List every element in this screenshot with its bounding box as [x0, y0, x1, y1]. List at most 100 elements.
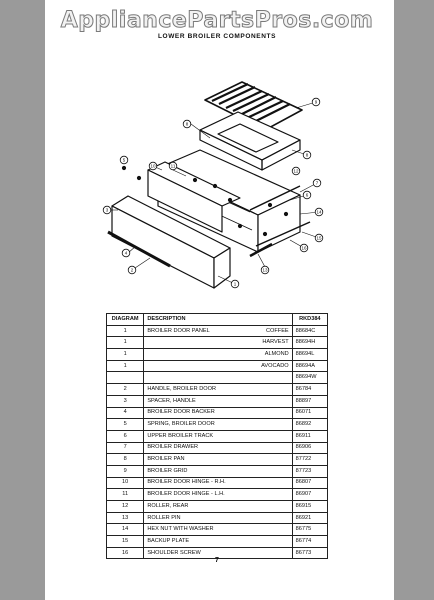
callout-15: 15 — [314, 233, 324, 243]
diagram-number-cell — [105, 371, 145, 385]
diagram-number-cell: 4 — [105, 406, 145, 420]
part-number-cell: 88684C — [291, 324, 329, 338]
svg-text:9: 9 — [315, 100, 318, 105]
description-cell: HANDLE, BROILER DOOR — [143, 383, 293, 396]
callout-16: 16 — [299, 243, 309, 253]
svg-text:11: 11 — [171, 164, 176, 169]
description-cell: ROLLER PIN — [143, 511, 293, 525]
description-text: HEX NUT WITH WASHER — [147, 526, 214, 533]
description-cell: HEX NUT WITH WASHER — [143, 523, 293, 537]
diagram-number-cell: 1 — [105, 348, 145, 361]
screw-parts — [121, 165, 289, 237]
column-header-diagram: DIAGRAM — [105, 313, 145, 326]
page-number: 7 — [215, 557, 219, 564]
description-cell: SPRING, BROILER DOOR — [143, 418, 293, 431]
part-number-cell: 86775 — [291, 523, 329, 537]
description-text: BROILER DRAWER — [147, 444, 199, 451]
table-row: 88694W — [105, 371, 329, 385]
diagram-number-cell: 12 — [105, 500, 145, 513]
part-number-cell: 86774 — [291, 535, 329, 548]
callout-10: 10 — [148, 161, 158, 171]
part-number-cell: 86892 — [291, 418, 329, 431]
column-header-part-number: RKD384 — [291, 313, 329, 326]
color-variant-text: ALMOND — [264, 350, 289, 357]
part-number-cell: 86773 — [291, 546, 329, 560]
broiler-door-handle-part — [107, 230, 171, 268]
diagram-number-cell: 3 — [105, 394, 145, 408]
part-number-cell: 86915 — [291, 500, 329, 513]
description-cell: BROILER DOOR HINGE - R.H. — [143, 476, 293, 490]
svg-text:10: 10 — [150, 164, 156, 169]
svg-text:5: 5 — [123, 158, 126, 163]
part-number-cell: 88694A — [291, 359, 329, 373]
callout-7: 7 — [312, 178, 322, 188]
svg-text:1: 1 — [234, 282, 237, 287]
svg-text:4: 4 — [125, 251, 128, 256]
description-text: SPRING, BROILER DOOR — [147, 421, 215, 428]
description-cell: BROILER PAN — [143, 453, 293, 466]
callout-1: 1 — [230, 279, 240, 289]
description-text: BACKUP PLATE — [147, 537, 190, 544]
callout-11: 11 — [168, 161, 178, 171]
description-text: BROILER DOOR PANEL — [147, 327, 210, 334]
svg-text:3: 3 — [106, 208, 109, 213]
description-text: ROLLER, REAR — [147, 502, 189, 509]
table-header-row: DIAGRAM DESCRIPTION RKD384 — [105, 313, 329, 326]
description-cell: BACKUP PLATE — [143, 535, 293, 548]
diagram-number-cell: 5 — [105, 418, 145, 431]
part-number-cell: 88694L — [291, 348, 329, 361]
diagram-number-cell: 1 — [105, 359, 145, 373]
diagram-number-cell: 1 — [105, 336, 145, 350]
svg-text:15: 15 — [316, 236, 322, 241]
diagram-number-cell: 6 — [105, 429, 145, 443]
section-title: LOWER BROILER COMPONENTS — [157, 33, 277, 40]
callout-2: 2 — [127, 265, 137, 275]
description-cell: BROILER DRAWER — [143, 441, 293, 455]
callout-5: 5 — [119, 155, 129, 165]
description-cell: BROILER GRID — [143, 464, 293, 478]
column-header-description: DESCRIPTION — [143, 313, 293, 326]
description-cell: ALMOND — [143, 348, 293, 361]
svg-text:12: 12 — [293, 169, 299, 174]
description-cell: SPACER, HANDLE — [143, 394, 293, 408]
description-text: SHOULDER SCREW — [147, 549, 201, 556]
description-text: BROILER DOOR HINGE - L.H. — [147, 491, 225, 498]
svg-text:13: 13 — [262, 268, 268, 273]
svg-text:8: 8 — [306, 153, 309, 158]
callout-4: 4 — [121, 248, 131, 258]
callout-13: 13 — [260, 265, 270, 275]
part-number-cell: 87722 — [291, 453, 329, 466]
part-number-cell: 86071 — [291, 406, 329, 420]
part-number-cell: 88694H — [291, 336, 329, 350]
broiler-door-panel-part — [111, 195, 231, 289]
diagram-number-cell: 1 — [105, 324, 145, 338]
site-watermark: AppliancePartsPros.com — [60, 8, 374, 34]
part-number-cell: 87723 — [291, 464, 329, 478]
callout-9: 9 — [311, 97, 321, 107]
color-variant-text: HARVEST — [262, 339, 289, 346]
part-number-cell: 86784 — [291, 383, 329, 396]
part-number-cell: 86906 — [291, 441, 329, 455]
description-text: BROILER GRID — [147, 467, 188, 474]
description-cell: AVOCADO — [143, 359, 293, 373]
roller-part — [249, 242, 273, 258]
broiler-door-backer-part — [147, 161, 241, 233]
description-text: BROILER PAN — [147, 456, 185, 463]
description-text: HANDLE, BROILER DOOR — [147, 385, 217, 392]
diagram-number-cell: 16 — [105, 546, 145, 560]
callout-3: 3 — [102, 205, 112, 215]
diagram-number-cell: 10 — [105, 476, 145, 490]
